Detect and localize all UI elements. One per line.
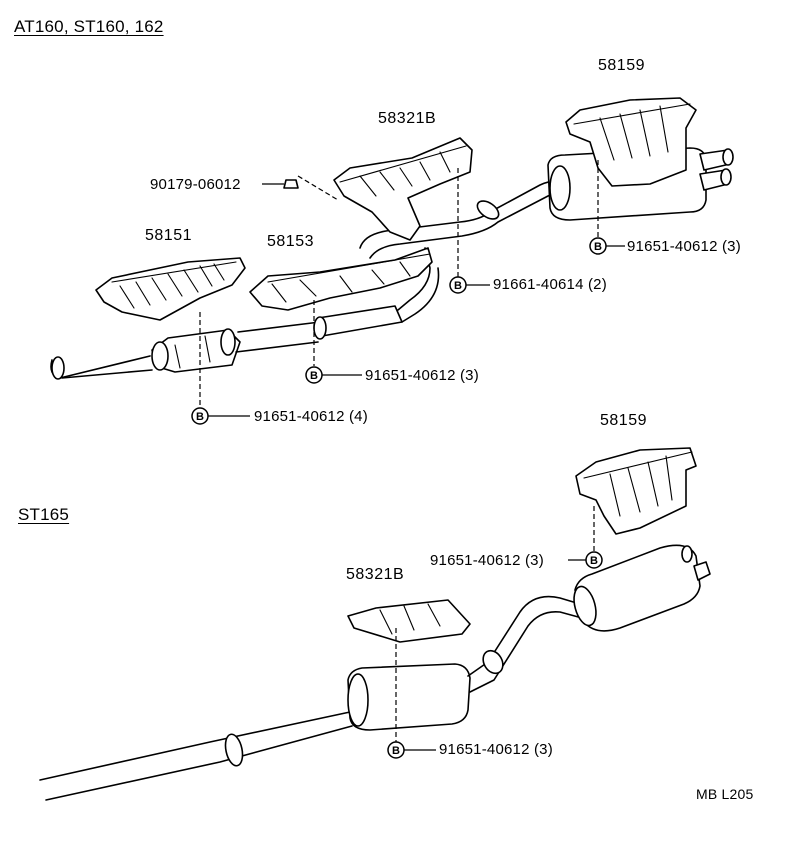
bottom-exhaust-pipe (39, 544, 711, 801)
part-label-58159-bottom: 58159 (600, 412, 647, 429)
part-label-58159-top: 58159 (598, 57, 645, 74)
bolt-label-3: 91651-40612 (3) (365, 367, 479, 384)
svg-text:B: B (594, 241, 602, 253)
bolt-label-6: 91651-40612 (3) (439, 741, 553, 758)
heat-insulator-58153 (249, 247, 433, 311)
bolt-label-4: 91651-40612 (4) (254, 408, 368, 425)
svg-text:B: B (392, 745, 400, 757)
svg-text:B: B (310, 370, 318, 382)
part-label-90179-clip: 90179-06012 (150, 176, 241, 193)
part-label-58153: 58153 (267, 233, 314, 250)
bolt-b-icon-6: B (387, 741, 405, 759)
bolt-label-1: 91651-40612 (3) (627, 238, 741, 255)
bolt-label-5: 91651-40612 (3) (430, 552, 544, 569)
part-label-58321b-top: 58321B (378, 110, 437, 127)
bolt-label-2: 91661-40614 (2) (493, 276, 607, 293)
svg-text:B: B (196, 411, 204, 423)
heat-insulator-58151 (95, 257, 246, 321)
figure-code: MB L205 (696, 786, 754, 802)
bolt-b-icon-3: B (305, 366, 323, 384)
part-label-58321b-bottom: 58321B (346, 566, 405, 583)
bolt-b-icon-1: B (589, 237, 607, 255)
svg-text:B: B (590, 555, 598, 567)
heat-insulator-58321b-top (333, 137, 473, 241)
bolt-b-icon-2: B (449, 276, 467, 294)
clip-90179-icon (262, 175, 339, 201)
heat-insulator-58159-bottom (575, 447, 697, 535)
svg-text:B: B (454, 280, 462, 292)
heat-insulator-58321b-bottom (347, 599, 471, 643)
section-title-at160: AT160, ST160, 162 (14, 17, 164, 36)
section-title-st165: ST165 (18, 505, 70, 524)
bolt-b-icon-4: B (191, 407, 209, 425)
part-label-58151: 58151 (145, 227, 192, 244)
bolt-b-icon-5: B (585, 551, 603, 569)
